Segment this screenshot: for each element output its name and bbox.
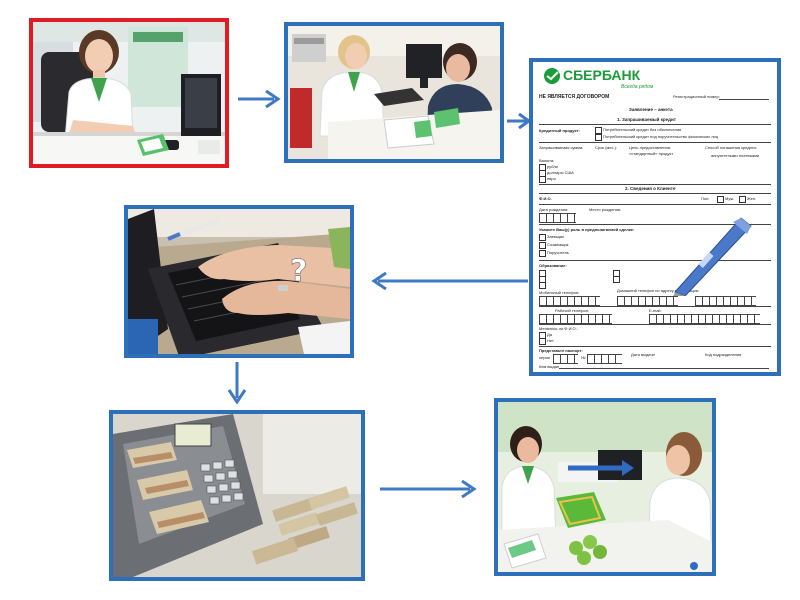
form-option-1: Потребительский кредит без обеспечения [603, 127, 681, 132]
form-app-label: Заявление – анкета [629, 107, 673, 112]
form-number: № [581, 355, 585, 360]
form-birth-date: Дата рождения: [539, 207, 568, 212]
step-consultation-photo [284, 22, 504, 163]
form-currency-eur: евро [547, 176, 556, 181]
form-term-label: Срок (мес.): [595, 145, 617, 150]
form-dept-code: Код подразделения [705, 352, 741, 357]
money-counter-photo [113, 414, 361, 577]
form-birth-place: Место рождения: [589, 207, 621, 212]
form-repay-label: Способ погашения кредита: [705, 145, 757, 150]
form-role-2: Созаемщик [547, 242, 568, 247]
bank-logo-icon [543, 67, 561, 85]
brand-name: СБЕРБАНК [563, 67, 640, 83]
step-cash-issue-photo [109, 410, 365, 581]
step-application-form: СБЕРБАНК Всегда рядом НЕ ЯВЛЯЕТСЯ ДОГОВО… [529, 58, 781, 376]
question-mark-icon: ? [290, 254, 307, 289]
form-sex-label: Пол: [701, 196, 709, 201]
form-no: Нет [547, 338, 554, 343]
form-section-1: 1. Запрашиваемый кредит [617, 117, 676, 122]
form-yes: Да [547, 332, 552, 337]
arrow-step1-to-step2 [236, 88, 282, 110]
form-issue-date: Дата выдачи [631, 352, 655, 357]
arrow-step3-to-step4 [368, 270, 530, 292]
pen-icon [663, 212, 753, 296]
step-consultant-photo [29, 18, 229, 168]
meeting-photo [288, 26, 500, 159]
form-issued-by: Кем выдан [539, 364, 559, 369]
form-option-2: Потребительский кредит под поручительств… [603, 134, 718, 139]
form-fio: Ф.И.О. [539, 196, 552, 201]
form-currency-label: Валюта: [539, 158, 554, 163]
form-currency-usd: доллары США [547, 170, 574, 175]
form-amount-label: Запрашиваемая сумма: [539, 145, 583, 150]
form-section-2: 2. Сведения о Клиенте [625, 186, 675, 191]
form-sex-female: Жен. [747, 196, 756, 201]
form-role-1: Заемщик [547, 234, 564, 239]
form-credit-product: Кредитный продукт: [539, 128, 580, 133]
arrow-step4-to-step5 [226, 360, 248, 404]
form-document: СБЕРБАНК Всегда рядом НЕ ЯВЛЯЕТСЯ ДОГОВО… [533, 62, 777, 372]
form-role-label: Укажите Ваш(у) роль в предполагаемой сде… [539, 227, 634, 232]
form-reg-number: Регистрационный номер: [673, 94, 720, 99]
form-role-3: Поручитель [547, 250, 569, 255]
form-changed-fio: Менялись ли Ф.И.О.: [539, 326, 578, 331]
typing-photo: ? [128, 209, 350, 354]
consultant-photo [33, 22, 225, 164]
handover-photo [498, 402, 712, 572]
form-currency-rub: рубли [547, 164, 558, 169]
form-email: E-mail: [649, 308, 661, 313]
form-mobile: Мобильный телефон: [539, 290, 579, 295]
step-data-entry-photo: ? [124, 205, 354, 358]
form-series: серия [539, 355, 550, 360]
form-purpose-value: «стандартный» продукт [629, 151, 673, 156]
form-work-phone: Рабочий телефон: [555, 308, 589, 313]
step-handover-photo [494, 398, 716, 576]
arrow-step5-to-step6 [378, 478, 478, 500]
form-not-contract: НЕ ЯВЛЯЕТСЯ ДОГОВОРОМ [539, 94, 609, 100]
brand-slogan: Всегда рядом [621, 84, 653, 90]
form-repay-value: аннуитетными платежами [711, 153, 759, 158]
form-education-label: Образование: [539, 263, 567, 268]
form-sex-male: Муж. [725, 196, 734, 201]
form-id-doc: Представьте паспорт: [539, 348, 583, 353]
form-purpose-label: Цель предоставления: [629, 145, 671, 150]
